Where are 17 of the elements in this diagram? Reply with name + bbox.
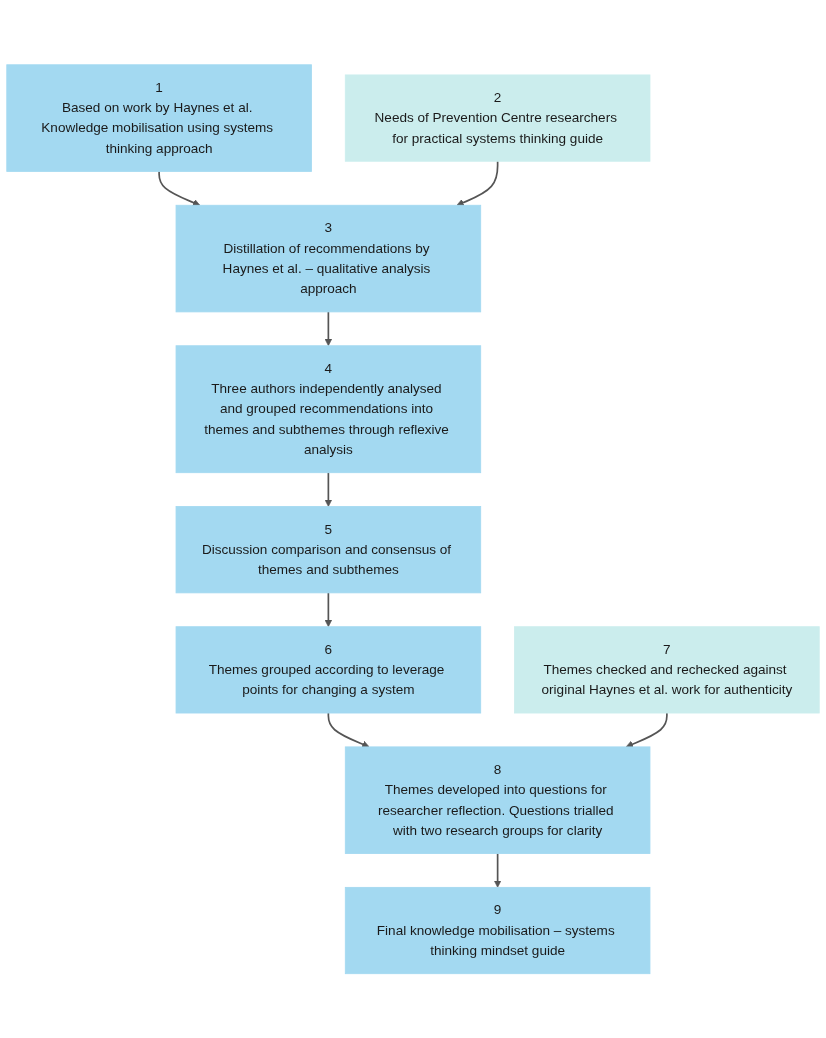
node-box: 5 Discussion comparison and consensus of themes and subthemes [175,505,482,594]
node-box: 3 Distillation of recommendations by Haynes et al. – qualitative analysis approach [175,204,482,313]
arrow [456,160,499,206]
node-box: 6 Themes grouped according to leverage points for changing a system [175,626,482,714]
arrow [324,310,333,346]
node-box: 2 Needs of Prevention Centre researchers for practical systems thinking guide [344,74,651,162]
arrow [493,852,502,888]
arrow [324,591,333,627]
arrow [324,471,333,507]
node-box: 9 Final knowledge mobilisation – systems thinking mindset guide [344,886,651,974]
node-box: 7 Themes checked and rechecked against original Haynes et al. work for authenticity [514,626,820,714]
node-box: 1 Based on work by Haynes et al. Knowledge mobilisation using systems thinking approach [6,64,312,172]
arrow [158,170,201,206]
arrow [625,711,668,748]
node-box: 8 Themes developed into questions for researcher reflection. Questions trialled with two research groups for clarity [344,746,651,854]
node-box: 4 Three authors independently analysed and grouped recommendations into themes and subthemes through reflexive analysis [175,345,482,473]
arrow [327,711,370,748]
